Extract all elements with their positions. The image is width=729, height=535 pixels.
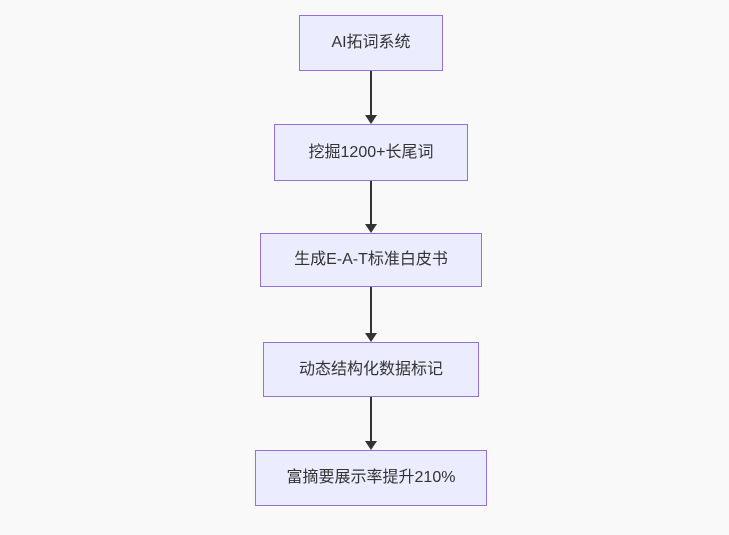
arrow-line [370, 287, 372, 333]
arrow-line [370, 397, 372, 441]
flow-node-rich-snippet-rate-increase: 富摘要展示率提升210% [255, 450, 487, 506]
flow-node-ai-word-expansion-system: AI拓词系统 [299, 15, 443, 71]
arrow-down-1 [364, 71, 378, 124]
node-label: 动态结构化数据标记 [298, 360, 443, 378]
node-label: 生成E-A-T标准白皮书 [294, 251, 448, 269]
node-label: AI拓词系统 [331, 34, 411, 52]
flow-node-generate-eat-whitepaper: 生成E-A-T标准白皮书 [260, 233, 482, 287]
arrow-down-2 [364, 181, 378, 233]
arrow-head-icon [365, 333, 377, 342]
arrow-line [370, 181, 372, 224]
flow-node-dynamic-structured-data-markup: 动态结构化数据标记 [263, 342, 479, 397]
arrow-down-3 [364, 287, 378, 342]
arrow-line [370, 71, 372, 115]
arrow-head-icon [365, 441, 377, 450]
node-label: 富摘要展示率提升210% [286, 469, 456, 487]
arrow-head-icon [365, 115, 377, 124]
flow-node-mine-longtail-keywords: 挖掘1200+长尾词 [274, 124, 468, 181]
arrow-head-icon [365, 224, 377, 233]
arrow-down-4 [364, 397, 378, 450]
node-label: 挖掘1200+长尾词 [308, 143, 434, 161]
